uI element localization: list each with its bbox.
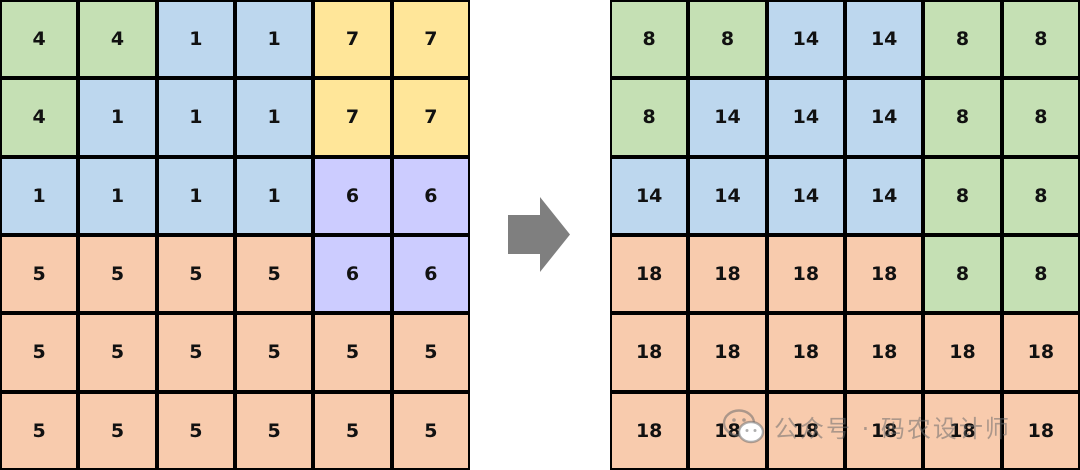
right-grid-cell: 18 (768, 315, 843, 390)
right-grid-cell: 8 (1003, 158, 1078, 233)
left-grid-cell: 4 (80, 2, 155, 77)
right-grid-cell: 8 (690, 2, 765, 77)
left-grid-cell: 5 (158, 393, 233, 468)
left-grid-cell: 4 (2, 80, 77, 155)
left-grid-cell: 7 (315, 2, 390, 77)
right-grid-cell: 8 (1003, 80, 1078, 155)
right-grid-cell: 14 (847, 158, 922, 233)
right-grid-cell: 14 (768, 2, 843, 77)
left-grid-cell: 5 (80, 315, 155, 390)
right-grid-cell: 14 (690, 158, 765, 233)
right-grid-cell: 14 (847, 2, 922, 77)
right-grid-cell: 14 (847, 80, 922, 155)
left-grid-cell: 5 (80, 393, 155, 468)
right-grid-cell: 18 (690, 237, 765, 312)
right-grid-cell: 8 (612, 80, 687, 155)
right-grid-cell: 14 (612, 158, 687, 233)
right-grid-cell: 18 (690, 315, 765, 390)
left-grid-cell: 7 (393, 2, 468, 77)
left-grid-cell: 1 (237, 80, 312, 155)
left-grid-cell: 7 (393, 80, 468, 155)
right-grid-cell: 8 (925, 237, 1000, 312)
left-grid-cell: 1 (237, 2, 312, 77)
right-grid-cell: 14 (690, 80, 765, 155)
left-grid-cell: 5 (393, 393, 468, 468)
left-grid-cell: 4 (2, 2, 77, 77)
left-grid-cell: 5 (80, 237, 155, 312)
left-grid-cell: 1 (158, 158, 233, 233)
left-grid-cell: 5 (393, 315, 468, 390)
right-grid-cell: 18 (612, 393, 687, 468)
right-grid-cell: 18 (1003, 393, 1078, 468)
left-grid-cell: 5 (315, 393, 390, 468)
right-grid-cell: 8 (925, 2, 1000, 77)
left-grid-cell: 6 (315, 158, 390, 233)
left-grid-cell: 1 (80, 80, 155, 155)
left-grid-cell: 1 (237, 158, 312, 233)
left-grid-cell: 5 (237, 237, 312, 312)
right-grid-cell: 18 (925, 315, 1000, 390)
left-grid-cell: 5 (2, 315, 77, 390)
left-grid-cell: 5 (158, 315, 233, 390)
right-grid-cell: 8 (612, 2, 687, 77)
right-grid-cell: 8 (925, 158, 1000, 233)
left-grid-cell: 1 (158, 80, 233, 155)
right-grid-cell: 18 (690, 393, 765, 468)
right-grid-cell: 18 (612, 315, 687, 390)
right-arrow-icon (508, 197, 570, 272)
right-grid-cell: 18 (1003, 315, 1078, 390)
left-grid-cell: 6 (393, 158, 468, 233)
left-grid-cell: 1 (2, 158, 77, 233)
left-grid-cell: 7 (315, 80, 390, 155)
right-grid-cell: 8 (925, 80, 1000, 155)
left-grid-cell: 5 (158, 237, 233, 312)
left-grid-cell: 5 (315, 315, 390, 390)
left-grid-cell: 6 (315, 237, 390, 312)
left-grid-cell: 1 (158, 2, 233, 77)
right-grid-cell: 18 (847, 393, 922, 468)
left-grid-cell: 5 (2, 393, 77, 468)
right-grid-cell: 18 (925, 393, 1000, 468)
right-grid-cell: 18 (847, 237, 922, 312)
right-grid-cell: 18 (768, 393, 843, 468)
right-grid-cell: 14 (768, 158, 843, 233)
right-grid-cell: 18 (847, 315, 922, 390)
left-grid-cell: 1 (80, 158, 155, 233)
left-grid-cell: 5 (237, 393, 312, 468)
right-grid-cell: 18 (612, 237, 687, 312)
right-grid-cell: 8 (1003, 237, 1078, 312)
left-grid-cell: 5 (2, 237, 77, 312)
right-grid-cell: 18 (768, 237, 843, 312)
left-grid-cell: 5 (237, 315, 312, 390)
left-grid-cell: 6 (393, 237, 468, 312)
right-grid-cell: 8 (1003, 2, 1078, 77)
right-grid-cell: 14 (768, 80, 843, 155)
